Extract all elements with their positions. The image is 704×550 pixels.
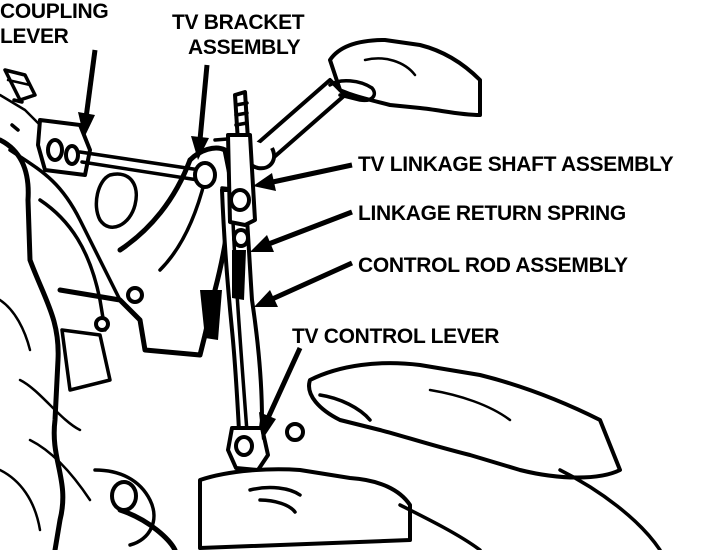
callout-labels: COUPLING LEVER TV BRACKET ASSEMBLY TV LI… bbox=[0, 0, 674, 348]
coupling-lever-arrowhead bbox=[78, 112, 95, 138]
linkage-return-spring-label: LINKAGE RETURN SPRING bbox=[358, 202, 626, 225]
coupling-lever-arrow bbox=[83, 49, 98, 119]
transmission-housing bbox=[0, 137, 208, 550]
tv-linkage-shaft-label: TV LINKAGE SHAFT ASSEMBLY bbox=[358, 153, 674, 176]
tv-linkage-shaft-arrowhead bbox=[253, 173, 276, 191]
wrench-and-hand bbox=[242, 38, 482, 171]
tv-control-lever-arrow bbox=[265, 346, 303, 420]
tv-bracket-arrowhead bbox=[191, 136, 209, 160]
tv-linkage-shaft bbox=[78, 150, 202, 182]
coupling-lever-part bbox=[0, 68, 92, 177]
control-rod-arrow bbox=[268, 260, 354, 303]
tv-linkage-shaft-arrow bbox=[267, 162, 353, 186]
coupling-lever-label-line1: COUPLING bbox=[0, 0, 108, 23]
tv-bracket-arrow bbox=[197, 64, 210, 141]
linkage-return-spring-arrow bbox=[265, 209, 353, 248]
tv-control-lever-label: TV CONTROL LEVER bbox=[292, 325, 499, 348]
tv-control-lever-arrowhead bbox=[259, 412, 276, 440]
tv-bracket-label-line1: TV BRACKET bbox=[172, 11, 305, 34]
tv-control-lever-part bbox=[117, 361, 662, 550]
linkage-return-spring-arrowhead bbox=[250, 235, 274, 252]
linkage-return-spring bbox=[200, 250, 246, 340]
control-rod-arrowhead bbox=[254, 290, 278, 307]
control-rod-label: CONTROL ROD ASSEMBLY bbox=[358, 254, 628, 277]
tv-bracket-label-line2: ASSEMBLY bbox=[188, 36, 301, 59]
callout-arrows bbox=[78, 49, 354, 440]
coupling-lever-label-line2: LEVER bbox=[0, 25, 69, 48]
